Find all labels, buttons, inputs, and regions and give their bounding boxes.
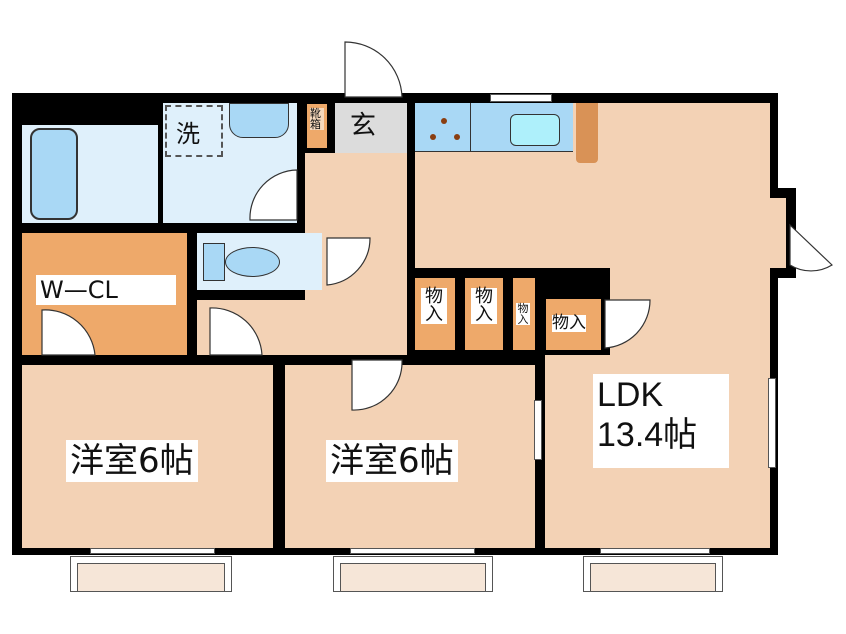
storage-1-label: 物入 [421, 288, 447, 324]
counter-divider [470, 103, 471, 152]
stove-burner-icon [454, 134, 460, 140]
entrance-floor [335, 103, 407, 153]
walk-in-closet-label: W—CL [36, 275, 176, 305]
ldk-nook [770, 198, 786, 268]
balcony [70, 556, 232, 592]
washroom-door [249, 169, 298, 221]
toilet-tank [203, 243, 225, 281]
entrance-label: 玄 [350, 111, 377, 141]
bedroom-2-door [351, 359, 403, 411]
bathtub [30, 128, 78, 220]
balcony [583, 556, 723, 592]
toilet-bowl [225, 247, 280, 277]
bedroom-2-label: 洋室6帖 [326, 440, 458, 482]
kitchen-bar [576, 103, 598, 163]
stove-burner-icon [430, 134, 436, 140]
balcony [333, 556, 493, 592]
window [534, 400, 542, 460]
hall-door [209, 307, 263, 356]
ldk-name: LDK [597, 376, 664, 414]
washer-space [165, 105, 223, 157]
storage-3-label: 物入 [516, 302, 530, 326]
shoe-box-label: 靴箱 [310, 108, 324, 130]
window [768, 378, 776, 468]
side-door [789, 223, 833, 272]
window [350, 548, 475, 554]
stove-burner-icon [441, 118, 447, 124]
kitchen-sink [510, 114, 560, 146]
window [90, 548, 215, 554]
window [490, 94, 552, 102]
window [600, 548, 710, 554]
ldk-label: LDK 13.4帖 [593, 374, 729, 468]
storage-2-label: 物入 [471, 288, 497, 324]
toilet-door [326, 237, 371, 286]
wash-basin [229, 103, 289, 138]
entrance-door [344, 41, 403, 98]
wcl-door [41, 309, 96, 356]
storage-4-door [604, 299, 651, 349]
washroom-label: 洗 [176, 120, 200, 148]
bedroom-1-label: 洋室6帖 [66, 440, 198, 482]
storage-4-label: 物入 [552, 313, 586, 333]
ldk-size: 13.4帖 [597, 416, 698, 454]
